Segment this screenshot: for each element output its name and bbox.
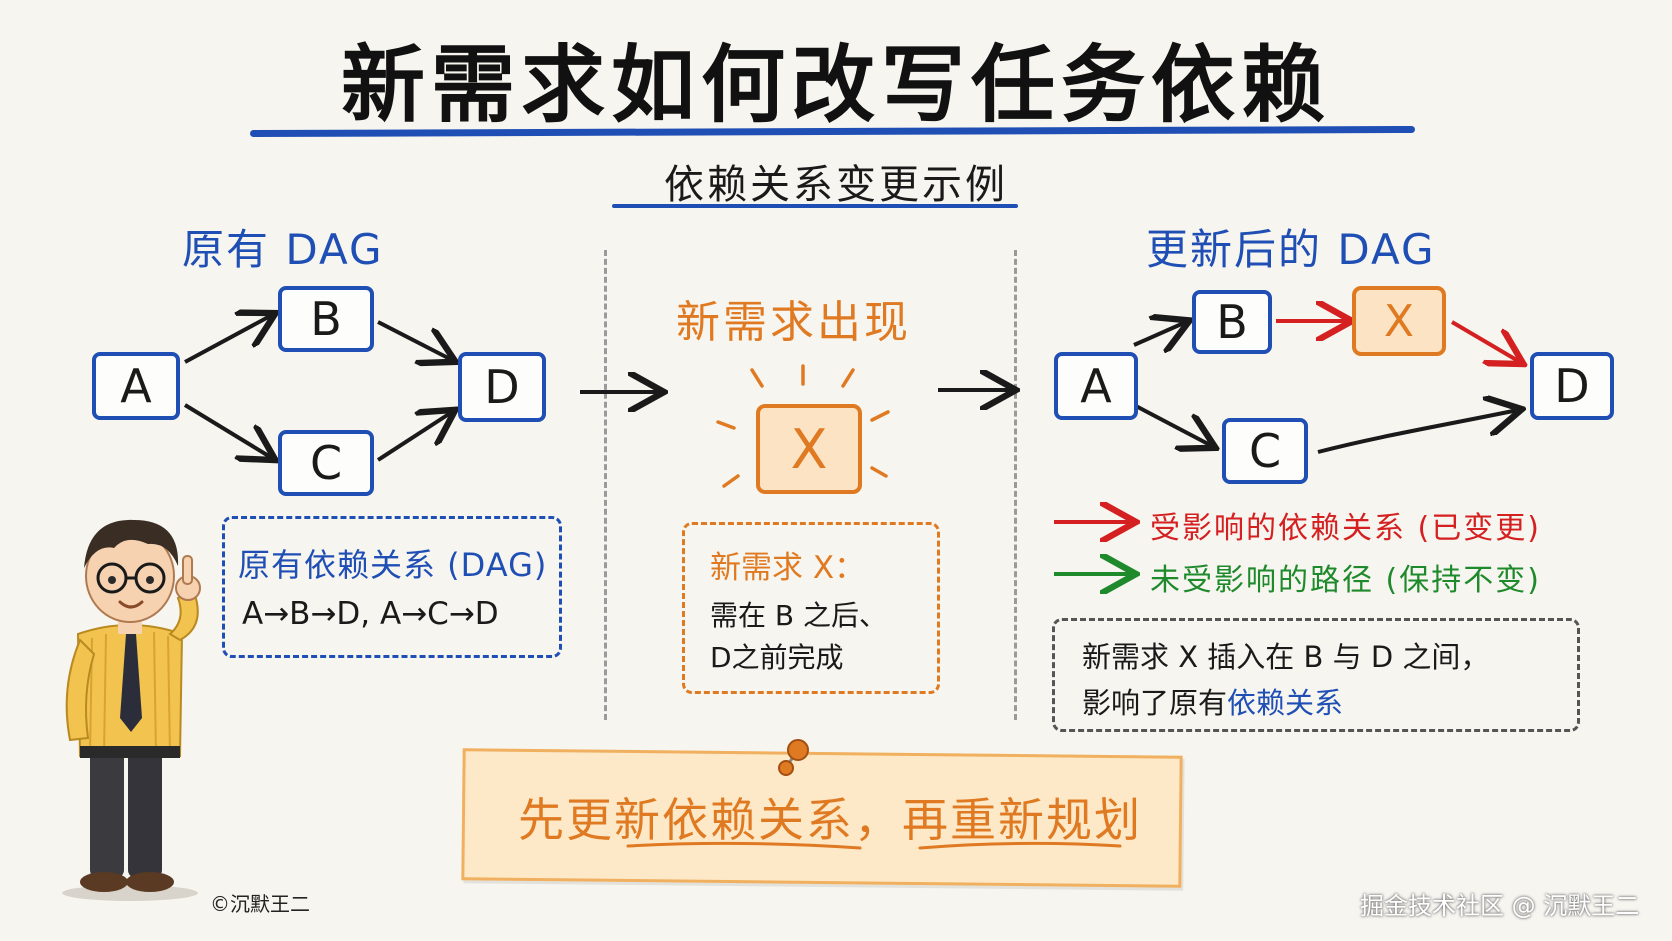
copyright-text: ©沉默王二	[210, 892, 310, 916]
original-deps-title: 原有依赖关系 (DAG)	[238, 546, 548, 584]
node2-d: D	[1530, 352, 1614, 420]
insertion-note-prefix: 影响了原有	[1082, 686, 1228, 720]
edge2-c-d	[1317, 410, 1518, 454]
new-requirement-line2: D之前完成	[710, 641, 844, 674]
middle-heading: 新需求出现	[676, 297, 911, 348]
node-x-new: X	[756, 404, 862, 494]
node-d: D	[458, 352, 546, 422]
node-c: C	[278, 430, 374, 496]
edge2-a-b	[1133, 322, 1186, 345]
edge-a-c	[183, 403, 272, 458]
new-requirement-title: 新需求 X：	[710, 550, 866, 586]
divider-right	[1014, 250, 1017, 720]
right-heading: 更新后的 DAG	[1146, 225, 1436, 274]
node2-a: A	[1054, 352, 1138, 420]
node2-c: C	[1222, 418, 1308, 484]
watermark-text: 掘金技术社区 @ 沉默王二	[1360, 892, 1640, 920]
insertion-note-line2: 影响了原有依赖关系	[1082, 680, 1343, 722]
edge-b-d	[377, 320, 452, 360]
character-illustration	[62, 519, 201, 901]
node2-x: X	[1352, 286, 1446, 356]
node-b: B	[278, 286, 374, 352]
edge2-x-d	[1450, 320, 1520, 362]
original-deps-box	[222, 516, 562, 658]
node-a: A	[92, 352, 180, 420]
divider-left	[604, 250, 607, 720]
edge-a-b	[184, 315, 272, 364]
edge-c-d	[376, 412, 452, 462]
legend-unaffected: 未受影响的路径 (保持不变)	[1150, 563, 1541, 598]
legend-affected: 受影响的依赖关系 (已变更)	[1150, 511, 1541, 546]
pin-icon	[778, 739, 809, 776]
burst-rays	[716, 364, 890, 488]
insertion-note-highlight: 依赖关系	[1227, 686, 1344, 720]
new-requirement-line1: 需在 B 之后、	[710, 599, 888, 632]
insertion-note-box	[1052, 618, 1580, 732]
insertion-note-line1: 新需求 X 插入在 B 与 D 之间，	[1082, 640, 1490, 674]
original-deps-text: A→B→D, A→C→D	[242, 596, 499, 632]
new-requirement-box	[682, 522, 940, 694]
subtitle-underline	[612, 204, 1018, 208]
page-subtitle: 依赖关系变更示例	[664, 162, 1008, 208]
sticky-note-text: 先更新依赖关系，再重新规划	[518, 793, 1142, 847]
left-heading: 原有 DAG	[182, 225, 384, 274]
node2-b: B	[1192, 290, 1272, 354]
edge2-a-c	[1133, 403, 1212, 446]
page-title: 新需求如何改写任务依赖	[340, 36, 1331, 134]
note-underlines	[626, 841, 1122, 850]
